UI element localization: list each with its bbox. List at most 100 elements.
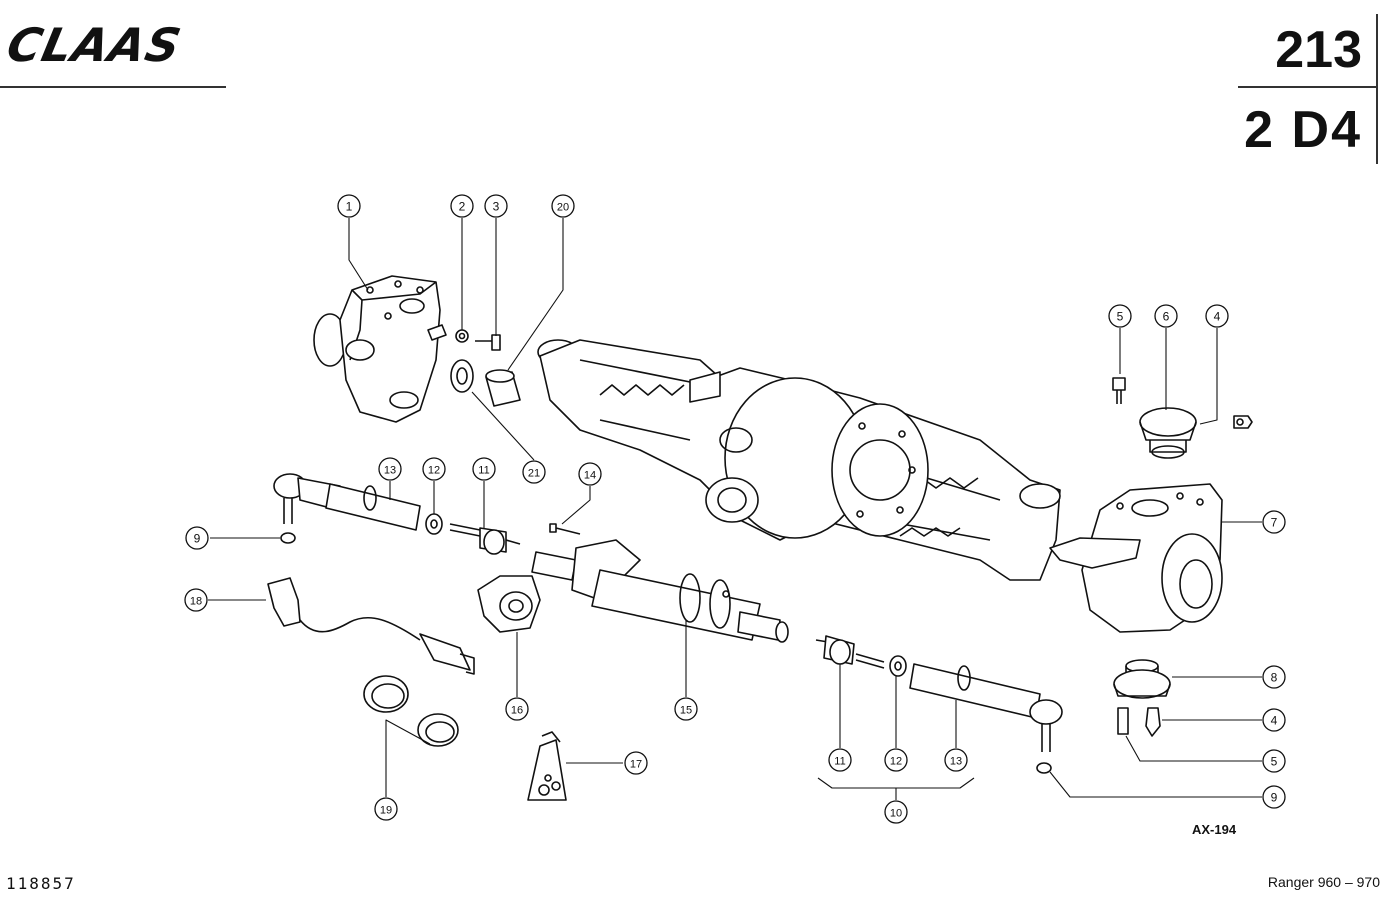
figure-code: AX-194 [1192, 822, 1237, 837]
callout-label: 16 [511, 705, 523, 717]
callout-c5b: 5 [1262, 749, 1286, 773]
tie-rod-tube-part13 [325, 483, 421, 531]
logo-underline [0, 86, 226, 88]
steering-cylinder-part15 [531, 539, 789, 643]
callout-c10: 10 [884, 800, 908, 824]
callout-label: 13 [950, 756, 962, 768]
inner-ball-joint-part11-top [449, 523, 521, 555]
callout-circle [578, 462, 602, 486]
document-number: 118857 [6, 874, 76, 893]
callout-c18: 18 [184, 588, 208, 612]
callout-c21: 21 [522, 460, 546, 484]
callout-label: 11 [834, 756, 845, 768]
callout-circle [374, 797, 398, 821]
callout-circle [422, 457, 446, 481]
callout-circle [884, 748, 908, 772]
steering-knuckle-right [1049, 483, 1223, 633]
angle-sensor-part18 [267, 577, 475, 675]
inner-ball-joint-part11-bottom [815, 635, 885, 669]
kingpin-cap-part8 [1113, 659, 1171, 699]
callout-label: 4 [1271, 714, 1278, 728]
callout-circle [1262, 665, 1286, 689]
callout-c9b: 9 [1262, 785, 1286, 809]
callout-c14: 14 [578, 462, 602, 486]
steering-knuckle-left [313, 275, 447, 423]
callout-label: 12 [890, 756, 902, 768]
bolt-part14 [549, 523, 581, 535]
callout-label: 5 [1271, 755, 1278, 769]
callout-label: 20 [557, 202, 569, 214]
callout-c11a: 11 [472, 457, 496, 481]
callout-c8: 8 [1262, 665, 1286, 689]
callout-c17: 17 [624, 751, 648, 775]
callout-c20: 20 [551, 194, 575, 218]
callout-c5a: 5 [1108, 304, 1132, 328]
lock-nut-part12-bottom [889, 655, 907, 677]
callout-circle [828, 748, 852, 772]
callout-label: 13 [384, 465, 396, 477]
tie-rod-end-right [1029, 699, 1063, 774]
callout-label: 10 [890, 808, 902, 820]
washer-part2 [455, 329, 469, 343]
callout-label: 9 [194, 532, 201, 546]
callout-c9a: 9 [185, 526, 209, 550]
callout-circle [185, 526, 209, 550]
seal-ring-part21 [450, 359, 474, 393]
callout-c3: 3 [484, 194, 508, 218]
callout-c15: 15 [674, 697, 698, 721]
callout-circle [674, 697, 698, 721]
callout-circle [624, 751, 648, 775]
bolt-part5-top [1112, 377, 1126, 404]
callout-label: 2 [459, 200, 466, 214]
callout-label: 8 [1271, 671, 1278, 685]
kingpin-cap-part6 [1139, 407, 1197, 459]
grease-nipple-part4-top [1233, 415, 1253, 429]
callout-label: 9 [1271, 791, 1278, 805]
callout-c2: 2 [450, 194, 474, 218]
header-divider [1376, 14, 1378, 164]
parts-bag-part17 [527, 731, 567, 801]
callout-label: 5 [1117, 310, 1124, 324]
callout-circle [944, 748, 968, 772]
hose-clamps-part19 [363, 675, 459, 747]
page-number: 213 [1275, 21, 1362, 79]
callout-circle [1262, 708, 1286, 732]
callout-circle [1205, 304, 1229, 328]
cylinder-bracket-part16 [477, 575, 541, 633]
callout-circle [378, 457, 402, 481]
callout-circle [450, 194, 474, 218]
callout-c13a: 13 [378, 457, 402, 481]
callout-circle [484, 194, 508, 218]
callout-c12a: 12 [422, 457, 446, 481]
callout-c13b: 13 [944, 748, 968, 772]
callout-circle [1262, 510, 1286, 534]
callout-label: 6 [1163, 310, 1170, 324]
callout-circle [184, 588, 208, 612]
callout-label: 21 [528, 468, 540, 480]
leader-lines [208, 218, 1262, 800]
callout-circle [1108, 304, 1132, 328]
callout-circle [1262, 749, 1286, 773]
bolt-part5-bottom [1117, 707, 1129, 735]
callout-circle [337, 194, 361, 218]
callout-c1: 1 [337, 194, 361, 218]
section-code: 2 D4 [1244, 101, 1362, 159]
callout-c12b: 12 [884, 748, 908, 772]
callout-c7: 7 [1262, 510, 1286, 534]
callout-c19: 19 [374, 797, 398, 821]
bolt-part3 [475, 334, 501, 351]
header-rule [1238, 86, 1378, 88]
callout-c4a: 4 [1205, 304, 1229, 328]
callout-c16: 16 [505, 697, 529, 721]
callout-label: 7 [1271, 516, 1278, 530]
tie-rod-tube-part13-bottom [909, 663, 1041, 719]
bushing-part20 [485, 369, 521, 407]
callout-c4b: 4 [1262, 708, 1286, 732]
lock-nut-part12-top [425, 513, 443, 535]
callout-c11b: 11 [828, 748, 852, 772]
grease-nipple-part4-bottom [1145, 707, 1161, 737]
callout-circle [1262, 785, 1286, 809]
callout-label: 11 [478, 465, 489, 477]
